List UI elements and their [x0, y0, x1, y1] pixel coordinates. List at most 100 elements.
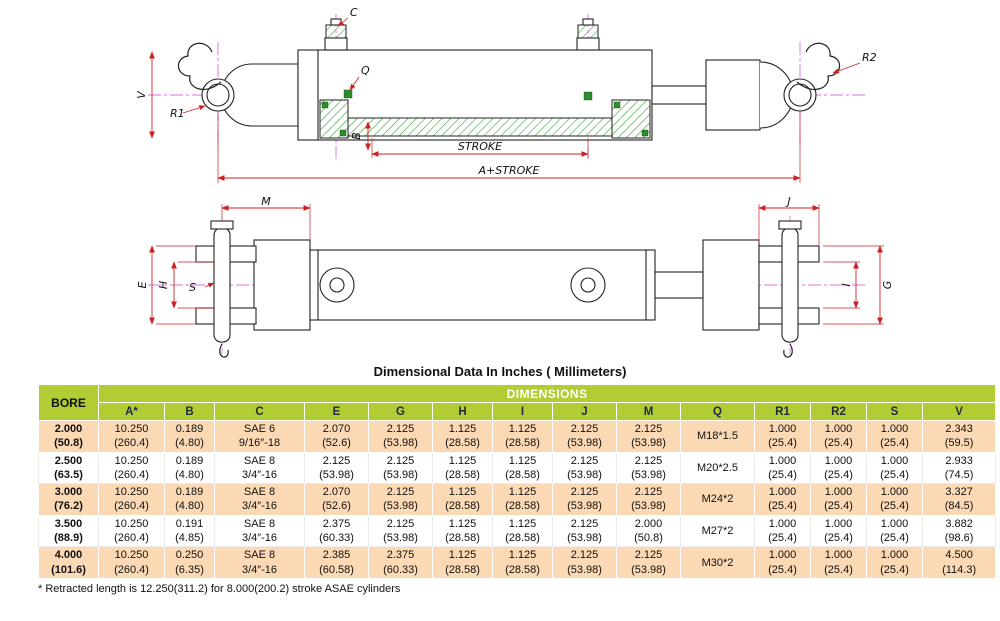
data-cell: 1.125(28.58) — [432, 483, 493, 516]
column-header-v: V — [921, 402, 997, 421]
data-cell: 1.000(25.4) — [866, 420, 923, 453]
dim-label-q: Q — [361, 64, 370, 77]
data-cell: 1.125(28.58) — [432, 451, 493, 485]
left-pin-cotter — [219, 343, 229, 358]
column-header-m: M — [616, 402, 681, 421]
piston-seal — [321, 101, 329, 109]
data-cell: M27*2 — [680, 514, 755, 548]
table-row: 3.500(88.9)10.250(260.4)0.191(4.85)SAE 8… — [38, 514, 997, 548]
dim-label-j: J — [785, 195, 790, 208]
data-cell: 1.000(25.4) — [810, 483, 867, 516]
leader-r2 — [832, 62, 861, 74]
data-cell: 2.125(53.98) — [552, 514, 617, 548]
data-cell: 1.125(28.58) — [432, 514, 493, 548]
left-fork-base — [253, 239, 311, 331]
data-cell: 1.000(25.4) — [754, 420, 811, 453]
column-header-g: G — [368, 402, 433, 421]
right-pin-head — [778, 220, 802, 230]
column-header-i: I — [492, 402, 553, 421]
data-cell: 1.125(28.58) — [492, 420, 553, 453]
data-cell: 2.343(59.5) — [921, 420, 997, 453]
rod-plan — [654, 271, 704, 299]
data-cell: 1.125(28.58) — [492, 451, 553, 485]
cylinder-plan-view: M J E H S I G — [136, 195, 894, 358]
data-cell: 10.250(260.4) — [98, 483, 165, 516]
table-title: Dimensional Data In Inches ( Millimeters… — [373, 364, 627, 379]
left-pin-head — [210, 220, 234, 230]
table-row: 3.000(76.2)10.250(260.4)0.189(4.80)SAE 8… — [38, 483, 997, 516]
dim-label-c: C — [350, 6, 358, 19]
data-cell: M24*2 — [680, 483, 755, 516]
right-clevis — [705, 59, 761, 131]
data-cell: 2.385(60.58) — [304, 546, 369, 579]
port2-seal — [583, 91, 593, 101]
leader-c — [337, 17, 349, 27]
data-cell: M18*1.5 — [680, 420, 755, 453]
piston-seal2 — [339, 129, 347, 137]
data-cell: 0.191(4.85) — [164, 514, 215, 548]
dim-label-i: I — [840, 283, 853, 286]
data-cell: 0.250(6.35) — [164, 546, 215, 579]
right-pin-cotter — [783, 343, 793, 358]
port-boss-2-inner — [580, 277, 596, 293]
data-cell: 4.500(114.3) — [921, 546, 997, 579]
table-row: 4.000(101.6)10.250(260.4)0.250(6.35)SAE … — [38, 546, 997, 579]
cylinder-drawing-svg: V R1 C Q B STROKE A+STROKE R2 — [135, 6, 894, 358]
port2-nub — [582, 18, 594, 26]
column-header-j: J — [552, 402, 617, 421]
data-cell: 1.125(28.58) — [432, 420, 493, 453]
data-cell: 0.189(4.80) — [164, 483, 215, 516]
data-cell: 0.189(4.80) — [164, 420, 215, 453]
dim-label-stroke: STROKE — [458, 140, 502, 153]
data-cell: 2.000(50.8) — [616, 514, 681, 548]
leader-s — [204, 282, 215, 288]
right-clevis-pin — [781, 227, 799, 343]
table-row: 2.000(50.8)10.250(260.4)0.189(4.80)SAE 6… — [38, 420, 997, 453]
gland-seal2 — [641, 129, 649, 137]
bore-header: BORE — [38, 384, 99, 421]
data-cell: 2.125(53.98) — [552, 420, 617, 453]
table-footnote: * Retracted length is 12.250(311.2) for … — [38, 582, 401, 595]
data-cell: 0.189(4.80) — [164, 451, 215, 485]
data-cell: 10.250(260.4) — [98, 514, 165, 548]
data-cell: 2.125(53.98) — [368, 483, 433, 516]
right-cotter-clip — [796, 42, 841, 91]
data-cell: 1.000(25.4) — [810, 514, 867, 548]
column-header-c: C — [214, 402, 305, 421]
data-cell: 1.000(25.4) — [754, 483, 811, 516]
table-row: 2.500(63.5)10.250(260.4)0.189(4.80)SAE 8… — [38, 451, 997, 485]
data-cell: 2.933(74.5) — [921, 451, 997, 485]
data-cell: 1.000(25.4) — [810, 546, 867, 579]
data-cell: 1.000(25.4) — [754, 546, 811, 579]
data-cell: 2.375(60.33) — [304, 514, 369, 548]
left-clevis-pin — [213, 227, 231, 343]
data-cell: 1.000(25.4) — [866, 451, 923, 485]
column-header-s: S — [866, 402, 923, 421]
column-header-q: Q — [680, 402, 755, 421]
column-header-a: A* — [98, 402, 165, 421]
port1-neck — [324, 37, 348, 51]
data-cell: 10.250(260.4) — [98, 420, 165, 453]
data-cell: 1.000(25.4) — [866, 483, 923, 516]
dim-label-a-plus-stroke: A+STROKE — [478, 164, 540, 177]
data-cell: 2.125(53.98) — [616, 420, 681, 453]
column-header-h: H — [432, 402, 493, 421]
data-cell: 1.125(28.58) — [492, 514, 553, 548]
bore-cell: 3.500(88.9) — [38, 514, 99, 548]
data-cell: 2.070(52.6) — [304, 420, 369, 453]
data-cell: 2.125(53.98) — [552, 546, 617, 579]
bore-cell: 4.000(101.6) — [38, 546, 99, 579]
dim-label-m: M — [261, 195, 271, 208]
data-cell: 1.125(28.58) — [432, 546, 493, 579]
data-cell: 3.882(98.6) — [921, 514, 997, 548]
right-pin-inner — [788, 83, 812, 107]
data-cell: 2.125(53.98) — [304, 451, 369, 485]
dim-label-v: V — [135, 90, 148, 99]
dim-label-h: H — [157, 281, 170, 289]
data-cell: M30*2 — [680, 546, 755, 579]
bore-cell: 2.500(63.5) — [38, 451, 99, 485]
